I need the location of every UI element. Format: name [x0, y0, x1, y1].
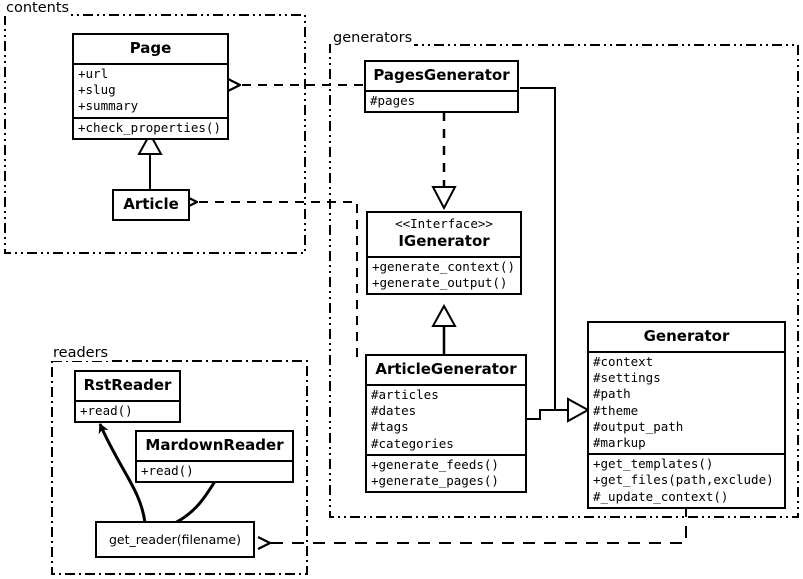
class-attribute: #theme — [593, 402, 639, 418]
class-attributes-pagesgenerator: #pages — [366, 90, 517, 111]
class-operations-igenerator: +generate_context() +generate_output() — [368, 256, 520, 293]
class-attributes-page: +url +slug +summary — [74, 63, 227, 117]
class-box-rstreader[interactable]: RstReader +read() — [74, 370, 181, 424]
class-attribute: #context — [593, 354, 654, 369]
package-label-readers: readers — [51, 345, 111, 361]
class-operations-mardownreader: +read() — [137, 460, 292, 481]
class-operation: +generate_output() — [372, 275, 508, 291]
class-operations-generator: +get_templates() +get_files(path,exclude… — [589, 453, 784, 507]
relation-pagesgenerator-igenerator-arrowhead — [431, 186, 457, 211]
class-attributes-generator: #context #settings #path #theme #output_… — [589, 351, 784, 453]
class-attribute: #dates — [371, 403, 417, 419]
class-operation: +read() — [141, 463, 194, 478]
class-attribute: #pages — [370, 93, 416, 108]
class-operation: +read() — [80, 403, 133, 418]
relation-articlegenerator-article-line — [197, 202, 358, 357]
class-box-page[interactable]: Page +url +slug +summary +check_properti… — [72, 33, 229, 140]
class-name-mardownreader: MardownReader — [145, 436, 284, 454]
class-attribute: +url — [78, 66, 109, 81]
class-attribute: #tags — [371, 419, 409, 435]
relation-pagesgenerator-generator-line — [520, 87, 570, 411]
class-attribute: #output_path — [593, 418, 684, 434]
class-stereotype-igenerator: <<Interface>> — [395, 216, 493, 231]
class-box-articlegenerator[interactable]: ArticleGenerator #articles #dates #tags … — [365, 354, 527, 494]
class-box-mardownreader[interactable]: MardownReader +read() — [135, 430, 294, 484]
class-operations-rstreader: +read() — [76, 400, 179, 421]
class-name-articlegenerator: ArticleGenerator — [375, 360, 517, 378]
class-attribute: +slug — [78, 82, 116, 98]
class-name-igenerator: IGenerator — [398, 232, 490, 250]
class-operation: +generate_pages() — [371, 473, 499, 489]
class-attribute: #markup — [593, 435, 646, 451]
class-operation: +generate_context() — [372, 259, 515, 274]
relation-articlegenerator-igenerator-arrowhead — [431, 303, 457, 327]
class-name-rstreader: RstReader — [83, 376, 172, 394]
package-label-contents: contents — [4, 0, 72, 16]
relation-generator-arrowhead — [567, 397, 591, 423]
class-attribute: #settings — [593, 370, 661, 386]
class-operation: +generate_feeds() — [371, 456, 499, 472]
class-attribute: #articles — [371, 387, 439, 402]
class-box-get-reader[interactable]: get_reader(filename) — [95, 521, 255, 558]
package-label-generators: generators — [331, 30, 415, 46]
class-operation: +get_templates() — [593, 456, 714, 472]
class-box-article[interactable]: Article — [112, 189, 190, 221]
class-name-article: Article — [123, 195, 179, 213]
relation-articlegenerator-generator-line — [527, 409, 570, 420]
function-label-get-reader: get_reader(filename) — [109, 532, 241, 547]
class-name-pagesgenerator: PagesGenerator — [373, 66, 510, 84]
class-attribute: +summary — [78, 98, 139, 114]
class-name-page: Page — [129, 39, 172, 57]
class-operation: #_update_context() — [593, 488, 729, 504]
class-operations-articlegenerator: +generate_feeds() +generate_pages() — [367, 453, 525, 491]
class-attribute: #path — [593, 386, 631, 402]
relation-generator-getreader-line — [270, 505, 687, 543]
class-attribute: #categories — [371, 435, 454, 451]
class-box-pagesgenerator[interactable]: PagesGenerator #pages — [364, 60, 519, 114]
class-operation: +check_properties() — [78, 119, 221, 135]
class-attributes-articlegenerator: #articles #dates #tags #categories — [367, 384, 525, 454]
class-box-generator[interactable]: Generator #context #settings #path #them… — [587, 321, 786, 509]
class-box-igenerator[interactable]: <<Interface>> IGenerator +generate_conte… — [366, 211, 522, 296]
class-name-generator: Generator — [643, 327, 730, 345]
class-operations-page: +check_properties() — [74, 116, 227, 138]
class-operation: +get_files(path,exclude) — [593, 472, 774, 488]
